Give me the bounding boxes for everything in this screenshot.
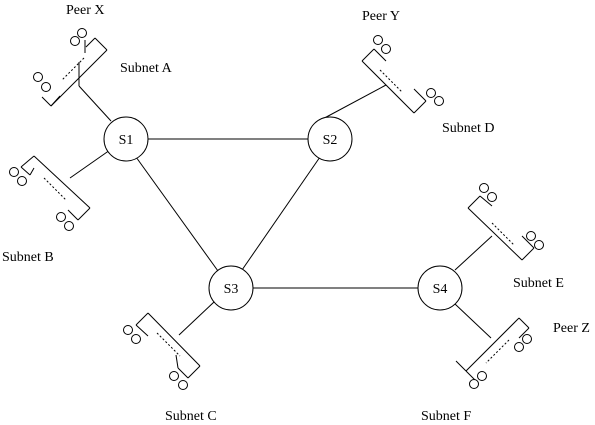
peer-y-label: Peer Y [362, 9, 400, 24]
terminal [17, 176, 27, 186]
subnet-b-lan [9, 149, 111, 231]
router-s3-label: S3 [224, 282, 239, 297]
terminal [178, 380, 188, 390]
terminal [131, 334, 141, 344]
terminal [64, 221, 74, 231]
subnet-c-uplink [178, 301, 215, 336]
terminal [33, 72, 43, 82]
subnet-f-label: Subnet F [421, 409, 471, 424]
terminal [526, 231, 536, 241]
subnet-b-label: Subnet B [2, 250, 54, 265]
subnet-a-uplink [78, 85, 112, 122]
peer-y-terminal [373, 35, 383, 45]
subnet-f-uplink [454, 303, 492, 339]
terminal [479, 183, 489, 193]
router-s3: S3 [208, 265, 254, 311]
router-s1-circle [103, 116, 149, 162]
terminal [534, 240, 544, 250]
terminal [381, 44, 391, 54]
subnet-c-label: Subnet C [165, 409, 217, 424]
peer-x-label: Peer X [66, 3, 105, 18]
router-s2-circle [307, 116, 353, 162]
subnet-a-lan [33, 28, 112, 122]
router-s4: S4 [417, 265, 463, 311]
subnet-d-lan [316, 35, 444, 123]
router-s1: S1 [103, 116, 149, 162]
router-links [135, 138, 418, 289]
router-s4-label: S4 [433, 282, 448, 297]
subnet-d-uplink [316, 84, 387, 123]
subnet-d-label: Subnet D [442, 121, 495, 136]
terminal [434, 96, 444, 106]
terminal [469, 379, 479, 389]
subnet-c-lan [123, 301, 215, 390]
terminal [522, 334, 532, 344]
peer-z-terminal [514, 342, 524, 352]
subnet-e-uplink [454, 235, 493, 271]
terminal [123, 325, 133, 335]
subnet-a-label: Subnet A [120, 61, 173, 76]
router-s2: S2 [307, 116, 353, 162]
terminal [477, 371, 487, 381]
subnet-b-uplink [69, 149, 111, 179]
subnet-e-label: Subnet E [513, 276, 564, 291]
link-s1-s3 [135, 156, 219, 272]
terminal [169, 371, 179, 381]
router-s3-circle [208, 265, 254, 311]
router-s1-label: S1 [119, 133, 134, 148]
router-s2-label: S2 [323, 133, 338, 148]
terminal [426, 88, 436, 98]
terminal [9, 167, 19, 177]
subnet-f-lan [454, 303, 532, 389]
terminal [77, 28, 87, 38]
router-s4-circle [417, 265, 463, 311]
terminal [487, 192, 497, 202]
terminal [56, 212, 66, 222]
peer-x-terminal [70, 36, 80, 46]
subnet-e-lan [454, 183, 544, 271]
link-s2-s3 [241, 156, 321, 271]
terminal [41, 82, 51, 92]
peer-z-label: Peer Z [553, 321, 590, 336]
